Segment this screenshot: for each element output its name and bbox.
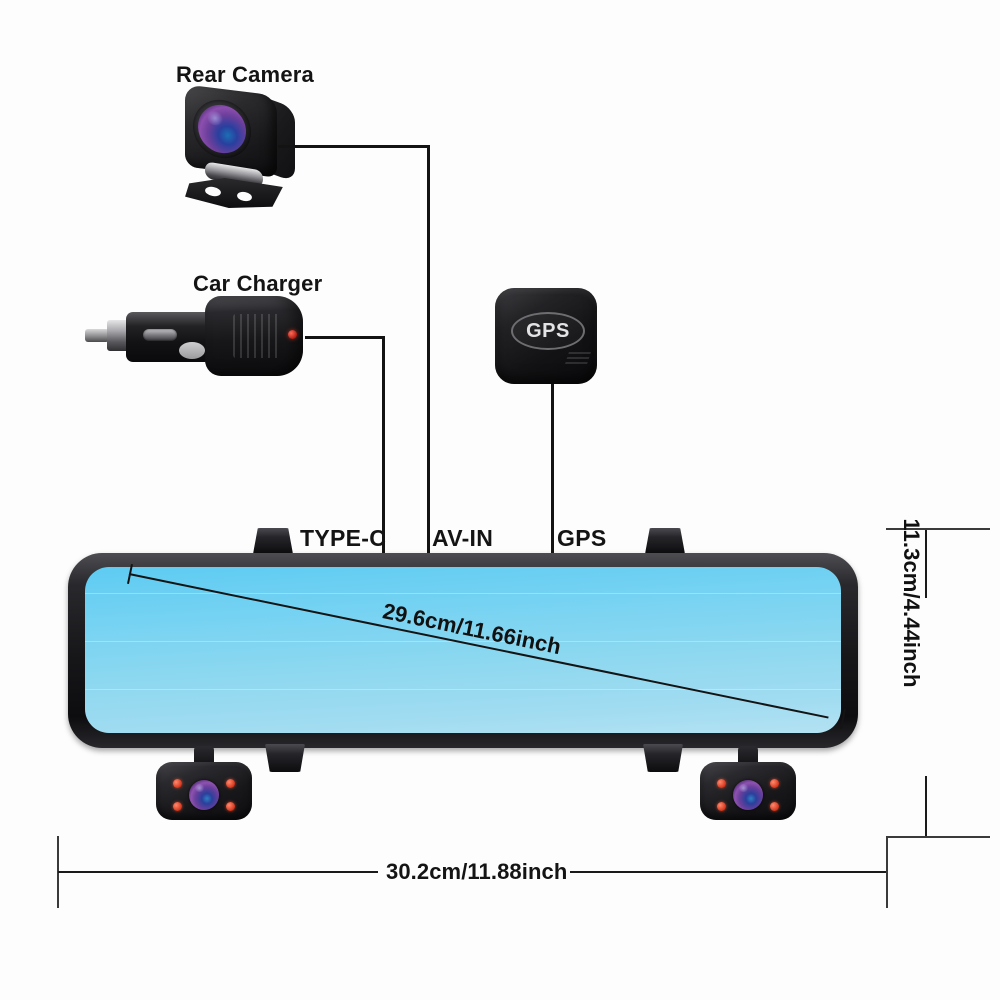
- wire-gps-vertical: [551, 384, 554, 530]
- car-charger-led-icon: [288, 330, 297, 339]
- ir-led-icon: [770, 802, 779, 811]
- front-camera-lens: [733, 780, 763, 810]
- ir-led-icon: [717, 779, 726, 788]
- mirror-clip-top-right: [645, 528, 685, 554]
- rear-camera-icon: [175, 84, 300, 210]
- gps-module-text: GPS: [526, 320, 570, 342]
- width-ext-line-right: [886, 836, 888, 908]
- width-dimension-line-right: [570, 871, 886, 873]
- width-dimension-label: 30.2cm/11.88inch: [386, 859, 568, 884]
- ir-led-icon: [717, 802, 726, 811]
- mirror-screen: [85, 567, 841, 733]
- wire-car-charger-vertical: [382, 336, 385, 530]
- port-tick-av-in: [427, 518, 430, 558]
- port-label-av-in: AV-IN: [432, 525, 494, 551]
- rear-camera-lens: [198, 102, 246, 156]
- car-charger-grip: [205, 296, 303, 376]
- port-label-type-c: TYPE-C: [300, 525, 387, 551]
- ir-led-icon: [173, 779, 182, 788]
- ir-led-icon: [226, 802, 235, 811]
- car-charger-badge: [179, 342, 205, 359]
- car-charger-label: Car Charger: [193, 271, 323, 296]
- usb-c-port-icon: [143, 329, 177, 341]
- port-label-gps: GPS: [557, 525, 607, 551]
- port-tick-gps: [551, 518, 554, 558]
- car-charger-tip: [85, 329, 109, 342]
- front-camera-stalk: [738, 746, 758, 764]
- gps-module-badge: GPS: [511, 312, 585, 350]
- front-camera-housing: [700, 762, 796, 820]
- wire-rear-camera-vertical: [427, 145, 430, 530]
- front-camera-stalk: [194, 746, 214, 764]
- mirror-clip-top-left: [253, 528, 293, 554]
- screen-streak: [85, 593, 841, 594]
- ir-led-icon: [173, 802, 182, 811]
- mirror-dashcam-unit: [68, 553, 858, 748]
- ir-led-icon: [770, 779, 779, 788]
- port-tick-type-c: [382, 518, 385, 558]
- rear-camera-bracket: [185, 178, 283, 208]
- ir-led-icon: [226, 779, 235, 788]
- front-camera-lens: [189, 780, 219, 810]
- screen-streak: [85, 689, 841, 690]
- height-dimension-line-upper: [925, 530, 927, 598]
- car-charger-icon: [85, 292, 320, 384]
- front-camera-right: [700, 746, 796, 820]
- front-camera-housing: [156, 762, 252, 820]
- car-charger-ring: [107, 320, 129, 351]
- mirror-clip-bottom-right: [643, 744, 683, 772]
- gps-module-sheen: [565, 352, 591, 364]
- wire-rear-camera-horizontal: [278, 145, 430, 148]
- wire-car-charger-horizontal: [305, 336, 385, 339]
- front-camera-left: [156, 746, 252, 820]
- height-ext-line-top: [886, 528, 990, 530]
- mirror-clip-bottom-left: [265, 744, 305, 772]
- gps-module-icon: GPS: [495, 288, 597, 384]
- width-dimension-line-left: [58, 871, 378, 873]
- height-dimension-label: 11.3cm/4.44inch: [899, 518, 924, 688]
- height-dimension-line-lower: [925, 776, 927, 836]
- car-charger-ribs: [233, 314, 281, 358]
- rear-camera-label: Rear Camera: [176, 62, 314, 87]
- height-ext-line-bottom: [886, 836, 990, 838]
